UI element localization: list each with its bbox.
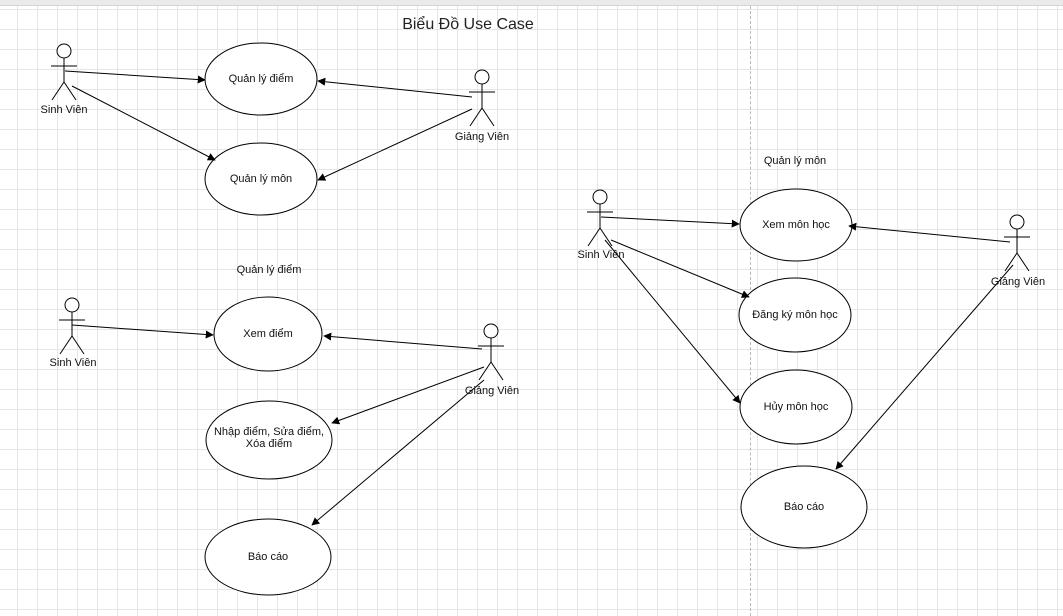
usecase-label-nhap-sua-xoa-diem: Nhập điểm, Sửa điểm, Xóa điểm <box>213 426 325 450</box>
actor-sinh-vien-1-icon[interactable] <box>51 43 77 101</box>
assoc-gv3-bao-cao <box>835 264 1014 470</box>
actor-label-sinh-vien-3: Sinh Viên <box>577 249 625 261</box>
usecase-label-dang-ky-mon-hoc: Đăng ký môn học <box>752 309 838 321</box>
assoc-sv1-quan-ly-diem <box>64 70 206 84</box>
assoc-gv2-bao-cao <box>311 379 485 526</box>
assoc-sv1-quan-ly-mon <box>71 85 216 161</box>
usecase-xem-diem[interactable] <box>213 296 323 372</box>
section-label-quan-ly-mon: Quản lý môn <box>763 155 827 167</box>
usecase-bao-cao-right[interactable] <box>740 465 868 549</box>
actor-label-sinh-vien-1: Sinh Viên <box>40 104 88 116</box>
assoc-sv2-xem-diem <box>71 324 214 339</box>
assoc-sv3-xem-mon-hoc <box>600 216 740 228</box>
usecase-dang-ky-mon-hoc[interactable] <box>738 277 852 353</box>
usecase-label-bao-cao-left: Báo cáo <box>247 551 289 563</box>
usecase-label-xem-mon-hoc: Xem môn học <box>762 219 830 231</box>
assoc-gv2-xem-diem <box>323 332 483 350</box>
actor-label-giang-vien-3: Giảng Viên <box>990 276 1046 288</box>
actor-label-sinh-vien-2: Sinh Viên <box>49 357 97 369</box>
assoc-sv3-dang-ky <box>610 239 750 298</box>
usecase-nhap-sua-xoa-diem[interactable] <box>205 400 333 480</box>
usecase-quan-ly-mon[interactable] <box>204 142 318 216</box>
assoc-gv2-nhap-diem <box>331 366 485 425</box>
section-label-quan-ly-diem: Quản lý điểm <box>236 264 302 276</box>
assoc-gv1-quan-ly-diem <box>317 77 473 98</box>
actor-label-giang-vien-1: Giảng Viên <box>454 131 510 143</box>
usecase-label-bao-cao-right: Báo cáo <box>783 501 825 513</box>
usecase-label-huy-mon-hoc: Hủy môn học <box>763 401 829 413</box>
diagram-title: Biểu Đồ Use Case <box>402 16 534 33</box>
assoc-sv3-huy <box>604 239 741 404</box>
actor-giang-vien-3-icon[interactable] <box>1004 214 1030 272</box>
usecase-label-quan-ly-mon: Quản lý môn <box>229 173 293 185</box>
canvas-top-bar <box>0 0 1063 6</box>
actor-giang-vien-1-icon[interactable] <box>469 69 495 127</box>
assoc-gv3-xem-mon-hoc <box>848 222 1011 243</box>
assoc-gv1-quan-ly-mon <box>317 108 473 181</box>
usecase-bao-cao-left[interactable] <box>204 518 332 596</box>
actor-giang-vien-2-icon[interactable] <box>478 323 504 381</box>
usecase-huy-mon-hoc[interactable] <box>739 369 853 445</box>
actor-sinh-vien-3-icon[interactable] <box>587 189 613 247</box>
actor-label-giang-vien-2: Giảng Viên <box>464 385 520 397</box>
usecase-label-quan-ly-diem: Quản lý điểm <box>228 73 294 85</box>
usecase-label-xem-diem: Xem điểm <box>243 328 293 340</box>
actor-sinh-vien-2-icon[interactable] <box>59 297 85 355</box>
